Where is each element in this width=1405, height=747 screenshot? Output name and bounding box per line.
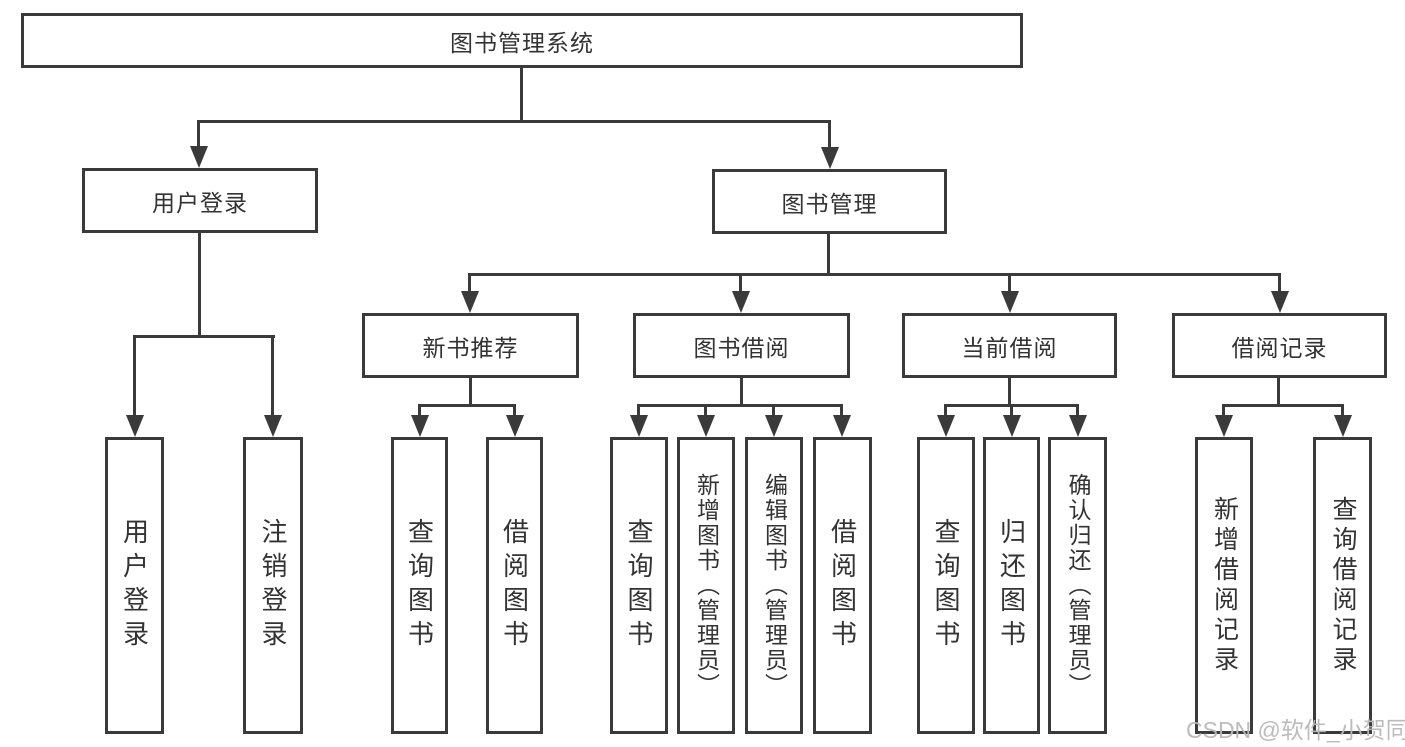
leaf-confirm-return-admin: 确认归还（管理员） bbox=[1048, 437, 1107, 734]
leaf-add-books-admin-label: 新增图书（管理员） bbox=[693, 473, 720, 698]
connector-drop bbox=[704, 404, 707, 417]
node-user-login-label: 用户登录 bbox=[152, 189, 248, 216]
arrow-down-icon bbox=[1271, 291, 1289, 313]
node-new-book-recommendation-label: 新书推荐 bbox=[422, 334, 519, 361]
node-book-management-system-label: 图书管理系统 bbox=[450, 29, 594, 56]
arrow-down-icon bbox=[732, 291, 750, 313]
connector-drop bbox=[468, 273, 471, 293]
connector-drop bbox=[513, 404, 516, 417]
leaf-borrow-books-1-label: 借阅图书 bbox=[499, 517, 530, 654]
leaf-query-books-1-label: 查询图书 bbox=[404, 517, 435, 654]
arrow-down-icon bbox=[461, 291, 479, 313]
arrow-down-icon bbox=[1334, 415, 1352, 437]
connector-user-login-stem bbox=[198, 233, 201, 338]
node-user-login: 用户登录 bbox=[82, 168, 318, 233]
arrow-down-icon bbox=[630, 415, 648, 437]
connector-group-stem bbox=[469, 378, 472, 407]
connector-drop bbox=[944, 404, 947, 417]
leaf-return-books: 归还图书 bbox=[983, 437, 1040, 734]
connector-drop bbox=[1010, 404, 1013, 417]
leaf-borrow-books-1: 借阅图书 bbox=[486, 437, 543, 734]
leaf-user-login-label: 用户登录 bbox=[119, 517, 150, 654]
leaf-query-books-3: 查询图书 bbox=[917, 437, 975, 734]
connector-drop bbox=[1076, 404, 1079, 417]
connector-root-stem bbox=[520, 68, 523, 122]
connector-drop bbox=[637, 404, 640, 417]
arrow-down-icon bbox=[937, 415, 955, 437]
node-current-borrowing-label: 当前借阅 bbox=[961, 334, 1058, 361]
connector-user-login-hline bbox=[133, 335, 275, 338]
connector-drop bbox=[271, 335, 274, 416]
connector-drop bbox=[1278, 273, 1281, 293]
leaf-return-books-label: 归还图书 bbox=[996, 517, 1027, 654]
leaf-query-books-1: 查询图书 bbox=[391, 437, 448, 734]
leaf-add-borrow-record-label: 新增借阅记录 bbox=[1210, 495, 1239, 676]
connector-group-stem bbox=[740, 378, 743, 407]
connector-drop bbox=[1008, 273, 1011, 293]
node-new-book-recommendation: 新书推荐 bbox=[362, 313, 579, 378]
arrow-down-icon bbox=[411, 415, 429, 437]
connector-level3-hline bbox=[468, 273, 1281, 276]
connector-drop bbox=[739, 273, 742, 293]
arrow-down-icon bbox=[264, 415, 282, 437]
connector-drop bbox=[1222, 404, 1225, 417]
connector-drop bbox=[133, 335, 136, 416]
arrow-down-icon bbox=[697, 415, 715, 437]
node-book-borrowing-label: 图书借阅 bbox=[693, 334, 790, 361]
node-book-management: 图书管理 bbox=[712, 169, 947, 234]
arrow-down-icon bbox=[506, 415, 524, 437]
arrow-down-icon bbox=[821, 147, 839, 169]
connector-drop bbox=[418, 404, 421, 417]
arrow-down-icon bbox=[1215, 415, 1233, 437]
leaf-add-borrow-record: 新增借阅记录 bbox=[1195, 437, 1253, 734]
leaf-query-books-3-label: 查询图书 bbox=[931, 517, 961, 654]
arrow-down-icon bbox=[1001, 291, 1019, 313]
connector-user-login-drop bbox=[197, 120, 200, 148]
leaf-logout-label: 注销登录 bbox=[258, 517, 288, 654]
leaf-query-books-2: 查询图书 bbox=[610, 437, 668, 734]
connector-book-mgmt-stem bbox=[827, 234, 830, 276]
leaf-borrow-books-2: 借阅图书 bbox=[813, 437, 872, 734]
node-book-management-label: 图书管理 bbox=[781, 190, 878, 217]
connector-level1-hline bbox=[197, 120, 831, 123]
arrow-down-icon bbox=[126, 415, 144, 437]
leaf-borrow-books-2-label: 借阅图书 bbox=[827, 517, 858, 654]
arrow-down-icon bbox=[765, 415, 783, 437]
connector-drop bbox=[1341, 404, 1344, 417]
leaf-edit-books-admin-label: 编辑图书（管理员） bbox=[761, 473, 788, 698]
connector-book-mgmt-drop bbox=[828, 120, 831, 149]
connector-group-hline bbox=[637, 404, 843, 407]
watermark: CSDN @软件_小贺同学 bbox=[1186, 717, 1405, 743]
connector-group-stem bbox=[1277, 378, 1280, 407]
leaf-add-books-admin: 新增图书（管理员） bbox=[677, 437, 735, 734]
node-borrowing-records-label: 借阅记录 bbox=[1231, 334, 1328, 361]
leaf-confirm-return-admin-label: 确认归还（管理员） bbox=[1065, 473, 1091, 698]
leaf-query-borrow-record-label: 查询借阅记录 bbox=[1329, 495, 1357, 676]
leaf-query-borrow-record: 查询借阅记录 bbox=[1313, 437, 1372, 734]
leaf-query-books-2-label: 查询图书 bbox=[624, 517, 654, 654]
leaf-user-login: 用户登录 bbox=[105, 437, 164, 734]
connector-group-hline bbox=[1222, 404, 1343, 407]
leaf-edit-books-admin: 编辑图书（管理员） bbox=[745, 437, 803, 734]
connector-group-hline bbox=[419, 404, 516, 407]
node-current-borrowing: 当前借阅 bbox=[902, 313, 1117, 378]
connector-drop bbox=[772, 404, 775, 417]
arrow-down-icon bbox=[1003, 415, 1021, 437]
connector-drop bbox=[840, 404, 843, 417]
connector-group-stem bbox=[1008, 378, 1011, 407]
node-book-management-system: 图书管理系统 bbox=[21, 13, 1023, 68]
leaf-logout: 注销登录 bbox=[243, 437, 303, 734]
arrow-down-icon bbox=[190, 146, 208, 168]
arrow-down-icon bbox=[1069, 415, 1087, 437]
node-book-borrowing: 图书借阅 bbox=[633, 313, 850, 378]
node-borrowing-records: 借阅记录 bbox=[1172, 313, 1387, 378]
arrow-down-icon bbox=[833, 415, 851, 437]
